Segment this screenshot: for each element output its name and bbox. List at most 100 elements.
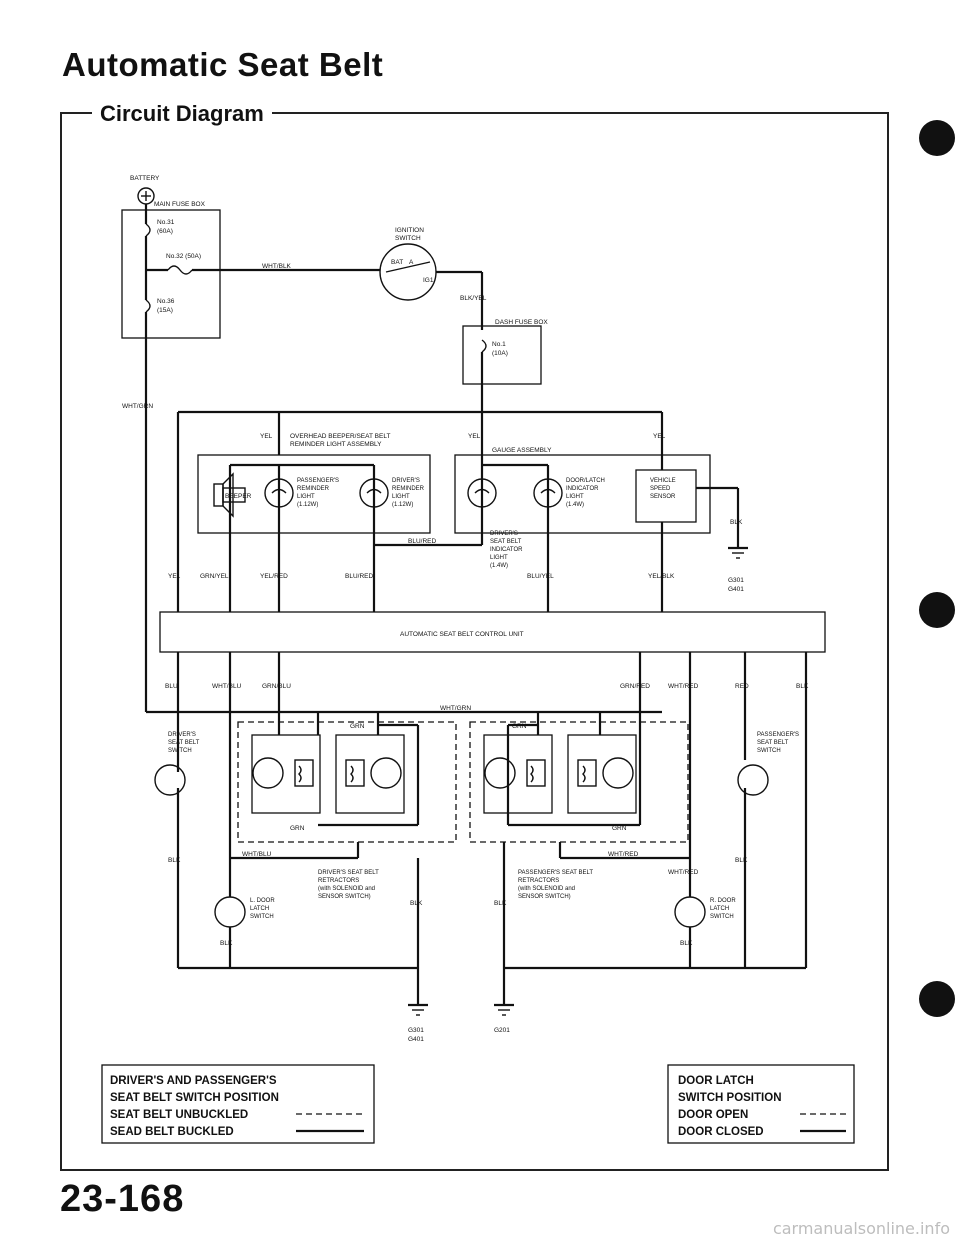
wire-grn-yel-label: GRN/YEL (200, 573, 229, 580)
wire-blk-label: BLK (680, 940, 693, 947)
wire-blu-yel-label: BLU/YEL (527, 573, 554, 580)
fuse-icon (145, 223, 151, 237)
wire-wht-red-label: WHT/RED (668, 683, 699, 690)
fuse-icon (145, 299, 151, 313)
driver-indicator-label-5: (1.4W) (490, 563, 508, 569)
legend-right-heading: DOOR LATCH (678, 1075, 754, 1087)
passenger-reminder-label-4: (1.12W) (297, 502, 318, 508)
wire-wht-red-label: WHT/RED (608, 851, 639, 858)
watermark: carmanualsonline.info (772, 1219, 950, 1238)
wire-wht-red-label: WHT/RED (668, 869, 699, 876)
switch-icon (154, 764, 186, 796)
r-door-latch-switch-label: R. DOOR (710, 898, 736, 904)
passenger-retractors-label-3: (with SOLENOID and (518, 886, 575, 892)
driver-reminder-label-2: REMINDER (392, 486, 425, 492)
passenger-reminder-label: PASSENGER'S (297, 478, 339, 484)
driver-seat-belt-switch-label-3: SWITCH (168, 748, 192, 754)
passenger-retractors-label-4: SENSOR SWITCH) (518, 894, 571, 900)
wire-yel-label: YEL (653, 433, 666, 440)
bulb-icon (467, 478, 497, 508)
ground-g301-label: G301 (728, 577, 744, 584)
control-unit-label: AUTOMATIC SEAT BELT CONTROL UNIT (400, 631, 524, 638)
legend-unbuckled-label: SEAT BELT UNBUCKLED (110, 1109, 248, 1121)
wire-blk-label: BLK (220, 940, 233, 947)
main-fuse-box (121, 209, 221, 339)
legend-left-heading: DRIVER'S AND PASSENGER'S (110, 1075, 277, 1087)
binder-hole-icon (919, 981, 955, 1017)
wire-wht-grn-label: WHT/GRN (440, 705, 471, 712)
gauge-assembly-label: GAUGE ASSEMBLY (492, 447, 552, 454)
ig1-terminal-label: IG1 (423, 277, 434, 284)
r-door-latch-switch-label-2: LATCH (710, 906, 729, 912)
wire-blk-label: BLK (410, 900, 423, 907)
wire-blu-red-label: BLU/RED (345, 573, 373, 580)
control-unit-box (159, 611, 826, 653)
l-door-latch-switch-label: L. DOOR (250, 898, 275, 904)
solenoid-icon (294, 759, 314, 787)
page-title: Automatic Seat Belt (62, 46, 384, 83)
ignition-switch-label: IGNITION (395, 227, 424, 234)
wire-blk-yel-label: BLK/YEL (460, 295, 487, 302)
legend-door-open-label: DOOR OPEN (678, 1109, 748, 1121)
wire-yel-red-label: YEL/RED (260, 573, 288, 580)
bulb-icon (533, 478, 563, 508)
passenger-reminder-label-2: REMINDER (297, 486, 330, 492)
passenger-reminder-label-3: LIGHT (297, 494, 315, 500)
bulb-icon (359, 478, 389, 508)
passenger-seat-belt-switch-label-3: SWITCH (757, 748, 781, 754)
wire-wht-blu-label: WHT/BLU (242, 851, 272, 858)
vehicle-speed-sensor-label: VEHICLE (650, 478, 676, 484)
dash-fuse-box-label: DASH FUSE BOX (495, 319, 548, 326)
driver-indicator-label-3: INDICATOR (490, 547, 523, 553)
fuse-31-amp-label: (60A) (157, 228, 173, 235)
wire-wht-blk-label: WHT/BLK (262, 263, 292, 270)
wire-blu-red-label: BLU/RED (408, 538, 436, 545)
passenger-retractors-label: PASSENGER'S SEAT BELT (518, 870, 593, 876)
legend-door-latch-switch: DOOR LATCH SWITCH POSITION DOOR OPEN DOO… (667, 1064, 855, 1144)
driver-indicator-label-2: SEAT BELT (490, 539, 522, 545)
vehicle-speed-sensor-label-2: SPEED (650, 486, 671, 492)
l-door-latch-switch-label-3: SWITCH (250, 914, 274, 920)
ground-g201-label: G201 (494, 1027, 510, 1034)
door-latch-indicator-label-4: (1.4W) (566, 502, 584, 508)
fuse-icon (481, 339, 487, 353)
fuse-31-label: No.31 (157, 219, 175, 226)
battery-label: BATTERY (130, 175, 160, 182)
wire-blk-label: BLK (730, 519, 743, 526)
bat-terminal-label: BAT (391, 259, 403, 266)
wire-blk-label: BLK (168, 857, 181, 864)
passenger-retractors-box (469, 721, 689, 843)
wire-grn-label: GRN (512, 723, 527, 730)
sensor-switch-icon (252, 757, 284, 789)
sensor-switch-icon (484, 757, 516, 789)
wire-yel-blk-label: YEL/BLK (648, 573, 675, 580)
ground-g401-label: G401 (728, 586, 744, 593)
door-latch-indicator-label-2: INDICATOR (566, 486, 599, 492)
bulb-icon (264, 478, 294, 508)
legend-buckled-label: SEAD BELT BUCKLED (110, 1126, 234, 1138)
wire-grn-label: GRN (612, 825, 627, 832)
legend-door-closed-label: DOOR CLOSED (678, 1126, 764, 1138)
gauge-assembly-box (454, 454, 711, 534)
sensor-switch-icon (370, 757, 402, 789)
page-subtitle: Circuit Diagram (92, 101, 272, 127)
ground-g301-label: G301 (408, 1027, 424, 1034)
wire-red-label: RED (735, 683, 749, 690)
fuse-icon (167, 265, 193, 275)
switch-icon (214, 896, 246, 928)
wire-grn-label: GRN (350, 723, 365, 730)
driver-reminder-label: DRIVER'S (392, 478, 420, 484)
wire-yel-label: YEL (168, 573, 181, 580)
binder-hole-icon (919, 120, 955, 156)
driver-retractors-label-3: (with SOLENOID and (318, 886, 375, 892)
overhead-assembly-box (197, 454, 431, 534)
door-latch-indicator-label: DOOR/LATCH (566, 478, 605, 484)
driver-indicator-label: DRIVER'S (490, 531, 518, 537)
wire-grn-blu-label: GRN/BLU (262, 683, 291, 690)
dash-fuse-box (462, 325, 542, 385)
wire-wht-blu-label: WHT/BLU (212, 683, 242, 690)
driver-indicator-label-4: LIGHT (490, 555, 508, 561)
r-door-latch-switch-label-3: SWITCH (710, 914, 734, 920)
page-number: 23-168 (60, 1178, 185, 1220)
